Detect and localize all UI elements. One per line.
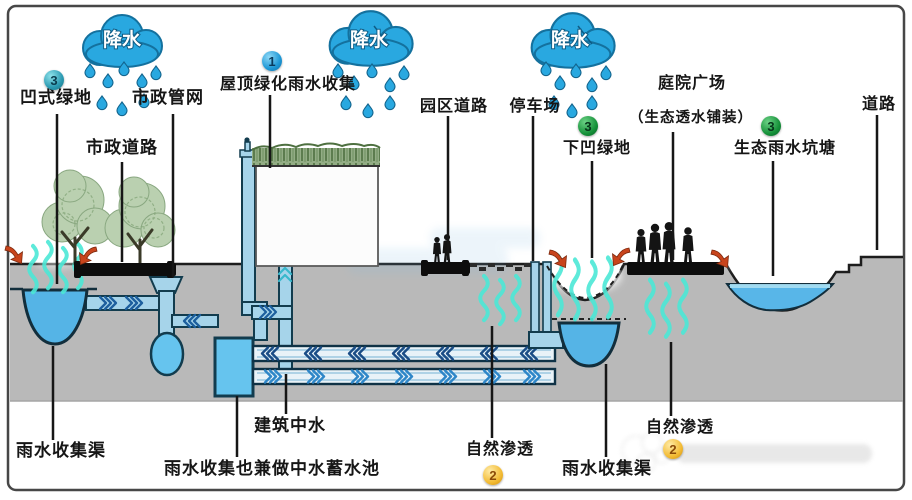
label-road: 道路 (861, 96, 897, 113)
badge-2-infiltration-left: 2 (483, 465, 503, 485)
parking-paving-texture (470, 263, 531, 271)
cloud-label: 降水 (103, 28, 142, 51)
street-trees (41, 169, 176, 266)
badge-3-pond: 3 (761, 116, 781, 136)
label-municipal-pipes: 市政管网 (132, 88, 204, 107)
badge-3-sunken: 3 (578, 116, 598, 136)
label-sunken-green: 下凹绿地 (562, 140, 632, 157)
label-infiltration-right: 自然渗透 (645, 419, 715, 436)
badge-1-roof: 1 (262, 51, 282, 71)
cloud-label: 降水 (350, 28, 389, 51)
cloud-label: 降水 (551, 28, 590, 51)
label-infiltration-left: 自然渗透 (465, 441, 535, 458)
label-storage-tank: 雨水收集也兼做中水蓄水池 (164, 459, 380, 478)
label-concave-green: 凹式绿地 (20, 88, 92, 107)
underground-pipework (85, 137, 564, 398)
label-rain-channel-right: 雨水收集渠 (562, 459, 652, 478)
green-roof-building (251, 142, 381, 267)
roof-grass (252, 148, 380, 166)
label-courtyard-plaza: 庭院广场 (657, 75, 727, 92)
label-roof-rain-collection: 屋顶绿化雨水收集 (219, 76, 357, 93)
badge-2-infiltration-right: 2 (663, 439, 683, 459)
label-rain-channel-left: 雨水收集渠 (16, 441, 106, 460)
rain-clouds: 降水 降水 降水 (82, 10, 616, 119)
leader-lines (51, 95, 879, 457)
label-eco-permeable-paving: （生态透水铺装） (629, 110, 753, 126)
badge-3-concave: 3 (44, 70, 64, 90)
label-eco-rain-pond: 生态雨水坑塘 (733, 140, 837, 157)
pond-glow (724, 247, 764, 269)
label-building-greywater: 建筑中水 (254, 416, 326, 435)
rain-collection-basins (10, 283, 836, 368)
sunken-green-dashed-line (546, 264, 624, 300)
label-park-road: 园区道路 (419, 98, 489, 115)
road-surfaces (74, 260, 724, 278)
label-parking-lot: 停车场 (509, 98, 561, 115)
label-municipal-road: 市政道路 (86, 138, 158, 157)
